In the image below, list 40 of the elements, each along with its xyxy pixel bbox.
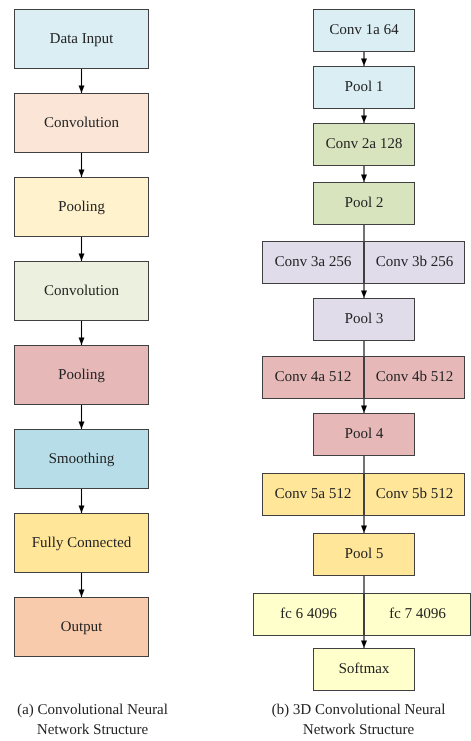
layer-box: Conv 1a 64 xyxy=(313,9,415,52)
layer-box: Output xyxy=(14,597,149,657)
layer-box: Pooling xyxy=(14,345,149,405)
layer-box: Pool 1 xyxy=(313,66,415,109)
figure-caption: (b) 3D Convolutional Neural Network Structure xyxy=(270,701,446,740)
arrow xyxy=(78,321,85,345)
figure-caption: (a) Convolutional Neural Network Structure xyxy=(16,701,169,740)
arrow xyxy=(78,405,85,429)
arrow xyxy=(78,69,85,93)
layer-box: fc 6 4096 xyxy=(253,593,364,636)
layer-box: Convolution xyxy=(14,261,149,321)
layer-box: Convolution xyxy=(14,93,149,153)
layer-box: Pool 5 xyxy=(313,533,415,576)
layer-box: Pool 3 xyxy=(313,298,415,341)
arrow xyxy=(78,573,85,597)
arrow xyxy=(360,166,368,182)
arrow xyxy=(78,489,85,513)
layer-box: Conv 3a 256 xyxy=(262,241,364,284)
layer-box: Pooling xyxy=(14,177,149,237)
layer-box: Conv 4b 512 xyxy=(364,356,465,399)
layer-box: Pool 4 xyxy=(313,413,415,456)
layer-box: Conv 3b 256 xyxy=(364,241,465,284)
arrow xyxy=(78,237,85,261)
layer-box: Pool 2 xyxy=(313,182,415,225)
layer-box: Data Input xyxy=(14,9,149,69)
layer-box: Conv 2a 128 xyxy=(313,123,415,166)
layer-box: Smoothing xyxy=(14,429,149,489)
arrow xyxy=(360,109,368,123)
arrow xyxy=(360,399,368,413)
arrow xyxy=(78,153,85,177)
layer-box: Softmax xyxy=(313,648,415,691)
layer-box: Conv 5b 512 xyxy=(364,473,465,516)
layer-box: fc 7 4096 xyxy=(364,593,471,636)
layer-box: Conv 4a 512 xyxy=(262,356,364,399)
layer-box: Fully Connected xyxy=(14,513,149,573)
arrow xyxy=(360,636,368,648)
arrow xyxy=(360,52,368,66)
arrow xyxy=(360,516,368,533)
arrow xyxy=(360,284,368,298)
layer-box: Conv 5a 512 xyxy=(262,473,364,516)
